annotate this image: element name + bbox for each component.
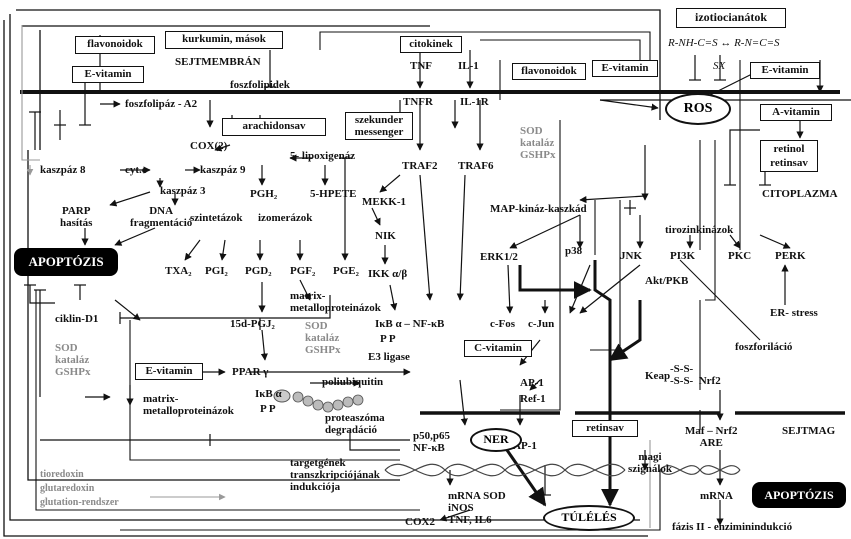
phospho-label-1: P P xyxy=(260,403,276,415)
cytochrome-c-label: cyt.c xyxy=(125,164,147,176)
cox2-output-label: COX2 xyxy=(405,516,435,528)
cyclin-d1-label: ciklin-D1 xyxy=(55,313,99,325)
ros-oval: ROS xyxy=(665,93,731,125)
retinol-retinoic-acid-box: retinol retinsav xyxy=(760,140,818,172)
vitamin-e-box-3: E-vitamin xyxy=(592,60,658,77)
phosphorylation-label: foszforiláció xyxy=(735,341,793,353)
ref1-label: Ref-1 xyxy=(520,393,546,405)
antioxidant-enzymes-label-2: SOD kataláz GSHPx xyxy=(305,320,341,356)
flavonoids-box: flavonoidok xyxy=(75,36,155,54)
target-gene-induction-label: targetgének transzkripciójának indukciój… xyxy=(290,457,380,493)
nik-label: NIK xyxy=(375,230,396,242)
ikba-nfkb-label: IκB α – NF-κB xyxy=(375,318,445,330)
ppar-gamma-label: PPAR γ xyxy=(232,366,269,378)
apoptosis-badge-left: APOPTÓZIS xyxy=(14,248,118,276)
arachidonic-acid-box: arachidonsav xyxy=(222,118,326,136)
ner-oval: NER xyxy=(470,428,522,452)
c-fos-label: c-Fos xyxy=(490,318,516,330)
traf6-label: TRAF6 xyxy=(458,160,494,172)
caspase-8-label: kaszpáz 8 xyxy=(40,164,86,176)
jnk-label: JNK xyxy=(620,250,642,262)
thioredoxin-system-label: tioredoxin glutaredoxin glutation-rendsz… xyxy=(40,469,119,508)
mrna-products-label: mRNA SOD iNOS TNF, IL6 xyxy=(448,490,506,526)
mmp-label-2: matrix- metalloproteinázok xyxy=(143,393,234,417)
dna-fragmentation-label: DNA fragmentáció xyxy=(130,205,193,229)
second-messenger-box: szekunder messenger xyxy=(345,112,413,140)
nucleus-label: SEJTMAG xyxy=(782,425,836,437)
mmp-label-1: matrix- metalloproteinázok xyxy=(290,290,381,314)
er-stress-label: ER- stress xyxy=(770,307,818,319)
ikk-label: IKK α/β xyxy=(368,268,408,280)
sulfur-bridge-nrf2-label: -S-S- -S-S- Nrf2 xyxy=(670,363,721,387)
sx-label: SX xyxy=(713,60,726,72)
akt-pkb-label: Akt/PKB xyxy=(645,275,689,287)
pkc-label: PKC xyxy=(728,250,752,262)
vitamin-e-box-4: E-vitamin xyxy=(750,62,820,79)
pi3k-label: PI3K xyxy=(670,250,696,262)
antioxidant-enzymes-label-4: SOD kataláz GSHPx xyxy=(520,125,556,161)
tnfr-label: TNFR xyxy=(403,96,433,108)
vitamin-a-box: A-vitamin xyxy=(760,104,832,121)
il1-label: IL-1 xyxy=(458,60,479,72)
survival-oval: TÚLÉLÉS xyxy=(543,505,635,531)
traf2-label: TRAF2 xyxy=(402,160,438,172)
e3-ligase-label: E3 ligase xyxy=(368,351,410,363)
curcumin-box: kurkumin, mások xyxy=(165,31,283,49)
erk12-label: ERK1/2 xyxy=(480,251,518,263)
phospholipase-a2-label: foszfolipáz - A2 xyxy=(125,98,198,110)
pge2-label: PGE₂ xyxy=(333,265,359,277)
pgd2-label: PGD₂ xyxy=(245,265,272,277)
nuclear-signals-label: magi szignálok xyxy=(628,451,673,475)
cytokines-box: citokinek xyxy=(400,36,462,53)
mrna-label-2: mRNA xyxy=(700,490,733,502)
ap1-label-1: AP-1 xyxy=(520,377,544,389)
isothiocyanate-formula-label: R-NH-C=S ↔ R-N=C=S xyxy=(668,37,780,49)
polyubiquitin-label: poliubiquitin xyxy=(322,376,384,388)
nfkb-p50-p65-label: p50,p65 NF-κB xyxy=(413,430,450,454)
p38-label: p38 xyxy=(565,245,583,257)
maf-nrf2-are-label: Maf – Nrf2 ARE xyxy=(685,425,738,449)
pgf2-label: PGF₂ xyxy=(290,265,316,277)
cytoplasm-label: CITOPLAZMA xyxy=(762,188,838,200)
vitamin-e-box-2: E-vitamin xyxy=(135,363,203,380)
phospholipids-label: foszfolipidek xyxy=(230,79,290,91)
pgi2-label: PGI₂ xyxy=(205,265,228,277)
perk-label: PERK xyxy=(775,250,806,262)
keap-label: Keap xyxy=(645,370,671,382)
proteasome-degradation-label: proteaszóma degradáció xyxy=(325,412,385,436)
isothiocyanates-box: izotiocianátok xyxy=(676,8,786,28)
hpete-label: 5-HPETE xyxy=(310,188,357,200)
synthetases-label: szintetázok xyxy=(190,212,243,224)
antioxidant-enzymes-label-1: SOD kataláz GSHPx xyxy=(55,342,91,378)
phospho-label-2: P P xyxy=(380,333,396,345)
retinoic-acid-box: retinsav xyxy=(572,420,638,437)
txa2-label: TXA₂ xyxy=(165,265,192,277)
map-kinase-cascade-label: MAP-kináz-kaszkád xyxy=(490,203,587,215)
c-jun-label: c-Jun xyxy=(528,318,555,330)
pgh2-label: PGH₂ xyxy=(250,188,278,200)
caspase-3-label: kaszpáz 3 xyxy=(160,185,206,197)
flavonoids-box-2: flavonoidok xyxy=(512,63,586,80)
cell-membrane-label: SEJTMEMBRÁN xyxy=(175,56,261,68)
apoptosis-badge-right: APOPTÓZIS xyxy=(752,482,846,508)
pgj2-label: 15d-PGJ₂ xyxy=(230,318,275,330)
phase-ii-enzyme-induction-label: fázis II - enziminindukció xyxy=(672,521,793,533)
tnf-label: TNF xyxy=(410,60,432,72)
lipoxygenase-label: 5- lipoxigenáz xyxy=(290,150,356,162)
caspase-9-label: kaszpáz 9 xyxy=(200,164,246,176)
parp-cleavage-label: PARP hasítás xyxy=(60,205,93,229)
vitamin-e-box-1: E-vitamin xyxy=(72,66,144,83)
il1r-label: IL-1R xyxy=(460,96,489,108)
mekk1-label: MEKK-1 xyxy=(362,196,406,208)
tyrosine-kinases-label: tirozinkinázok xyxy=(665,224,734,236)
ikba-label-1: IκB α xyxy=(255,388,282,400)
vitamin-c-box: C-vitamin xyxy=(464,340,532,357)
cox2-label: COX(2) xyxy=(190,140,228,152)
isomerases-label: izomerázok xyxy=(258,212,313,224)
